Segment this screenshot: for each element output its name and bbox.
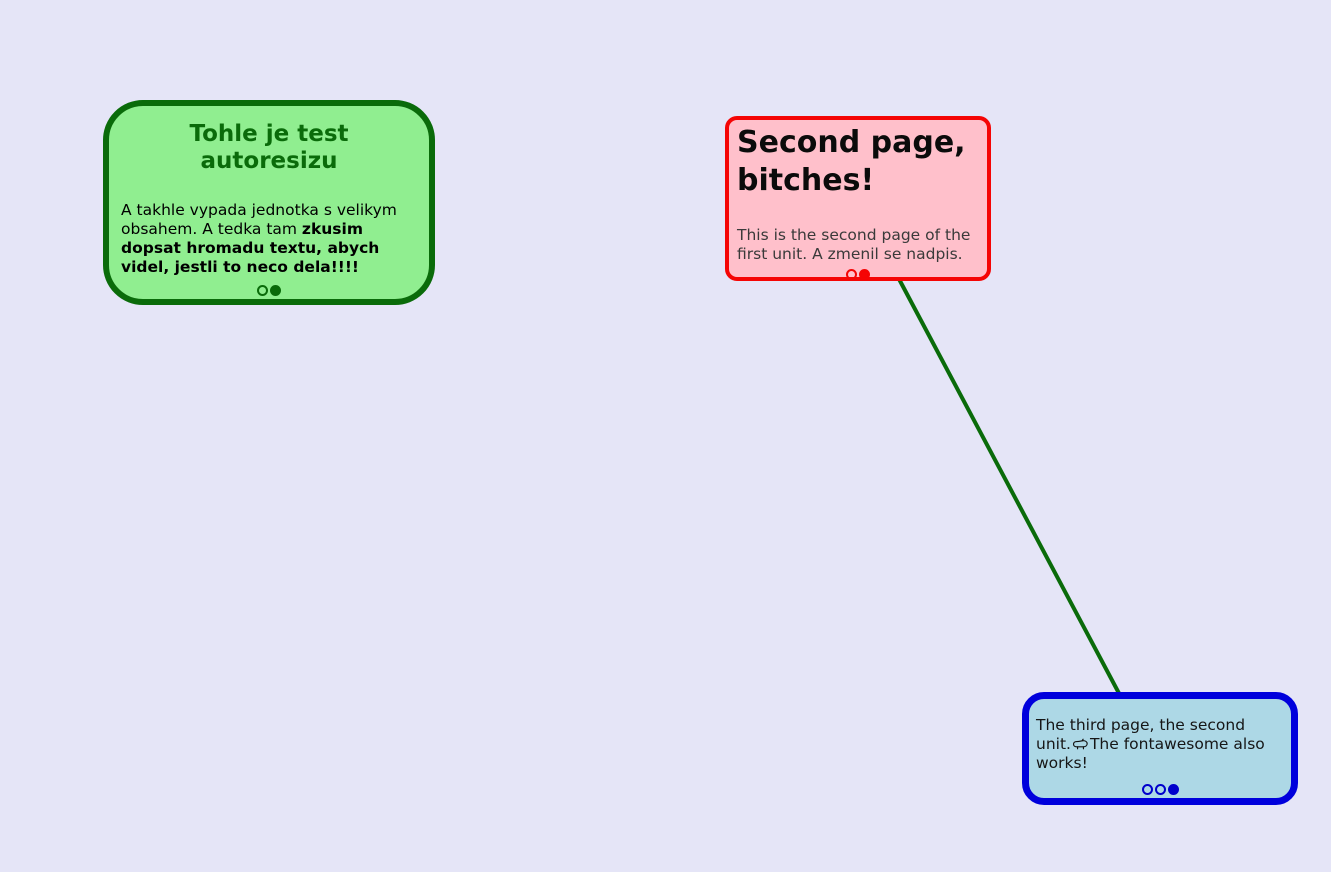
node-body-text: The fontawesome also works! [1036, 735, 1265, 772]
pager-dot[interactable] [1141, 784, 1153, 795]
pager-dots[interactable] [109, 285, 429, 296]
pager-dot[interactable] [1167, 784, 1179, 795]
node-blue[interactable]: The third page, the second unit. The fon… [1022, 692, 1298, 805]
node-red[interactable]: Second page, bitches! This is the second… [725, 116, 991, 281]
connector-line [897, 278, 1124, 700]
node-body-text: The third page, the second unit. [1036, 716, 1246, 753]
node-body-text-bold: zkusim dopsat hromadu textu, abych videl… [121, 220, 380, 276]
pager-dots[interactable] [1029, 784, 1291, 795]
node-body: The third page, the second unit. The fon… [1036, 716, 1284, 773]
pager-dot[interactable] [257, 285, 268, 296]
node-body-text: A takhle vypada jednotka s velikym obsah… [121, 201, 397, 238]
pager-dot[interactable] [1154, 784, 1166, 795]
node-body: A takhle vypada jednotka s velikym obsah… [121, 201, 417, 277]
pager-dots[interactable] [729, 269, 987, 280]
node-title: Tohle je test autoresizu [189, 121, 349, 174]
node-body: This is the second page of the first uni… [737, 226, 971, 263]
pager-dot[interactable] [859, 269, 870, 280]
pig-icon [1072, 738, 1088, 750]
pager-dot[interactable] [270, 285, 281, 296]
node-title: Second page, bitches! [737, 125, 966, 198]
pager-dot[interactable] [846, 269, 857, 280]
node-green[interactable]: Tohle je test autoresizu A takhle vypada… [103, 100, 435, 305]
